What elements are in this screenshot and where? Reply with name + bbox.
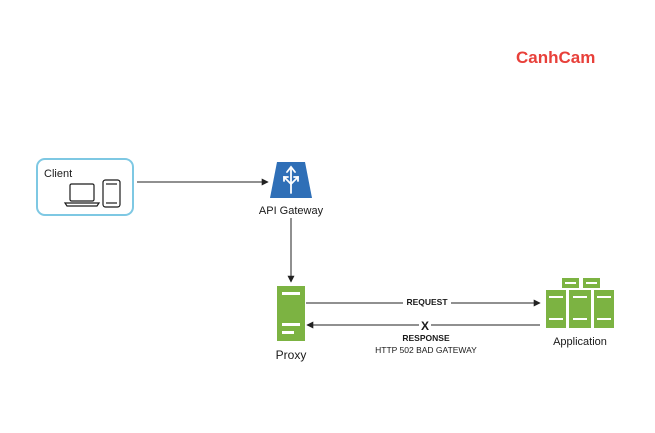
request-label: REQUEST (406, 297, 448, 307)
response-detail: HTTP 502 BAD GATEWAY (375, 345, 477, 355)
application-node: Application (546, 278, 614, 348)
laptop-icon (63, 183, 101, 207)
client-box (36, 158, 134, 216)
proxy-label: Proxy (276, 348, 307, 362)
gateway-node: API Gateway (259, 162, 324, 217)
client-node: Client (36, 158, 134, 216)
response-label: RESPONSE (402, 333, 450, 343)
failure-mark: X (421, 319, 429, 333)
brand-logo: CanhCam (516, 48, 595, 67)
proxy-node: Proxy (276, 286, 307, 362)
api-gateway-icon (270, 162, 312, 198)
client-label: Client (44, 168, 72, 180)
failure-mark-bg (419, 318, 431, 331)
gateway-label: API Gateway (259, 205, 324, 217)
server-icon (277, 286, 305, 341)
request-label-bg (403, 296, 451, 308)
phone-icon (102, 179, 121, 208)
application-label: Application (553, 336, 607, 348)
server-cluster-icon (546, 278, 614, 328)
